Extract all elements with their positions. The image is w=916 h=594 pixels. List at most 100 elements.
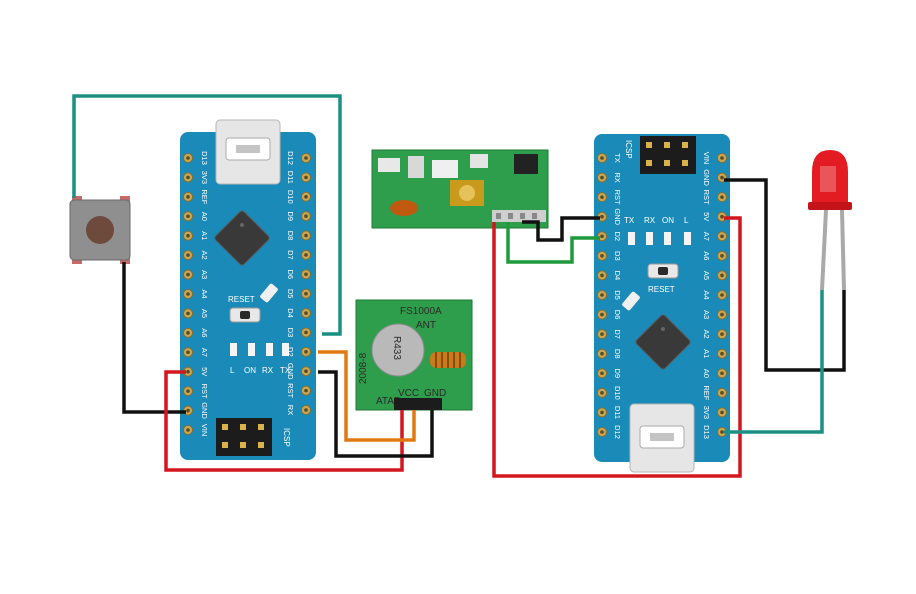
right-led-label-tx: TX <box>624 216 635 225</box>
right-nano-left-edge-pin-hole-center <box>600 371 604 376</box>
receiver-coil <box>390 200 418 216</box>
right-nano-right-edge-pin-label: VIN <box>702 152 711 165</box>
transmitter-model: FS1000A <box>400 306 442 317</box>
right-nano-left-edge-pin-hole-center <box>600 410 604 415</box>
right-nano-right-edge-pin-hole-center <box>720 391 724 395</box>
left-led-label-tx: TX <box>280 366 291 375</box>
left-nano-left-edge-pin-hole-center <box>186 195 190 199</box>
right-nano-board <box>594 134 730 462</box>
left-nano-right-edge-pin-hole-center <box>304 388 308 393</box>
left-nano-left-edge-pin-hole-center <box>186 233 190 238</box>
right-nano-right-edge-pin-hole-center <box>720 410 724 415</box>
right-nano-left-edge-pin-hole-center <box>600 332 604 336</box>
wires <box>72 94 846 478</box>
right-nano-right-edge-pin-hole-center <box>720 371 724 376</box>
right-nano-left-edge-pin-label: D3 <box>613 251 622 261</box>
right-nano-left-edge-pin-label: D10 <box>613 386 622 400</box>
right-nano-right-edge-pin-hole-center <box>720 195 724 199</box>
right-nano-left-edge-pin-hole-center <box>600 156 604 160</box>
right-nano-left-edge-pin-label: RST <box>613 190 622 205</box>
right-mcu-chip <box>635 314 691 370</box>
left-nano-left-edge-pin-hole-center <box>186 428 190 432</box>
left-nano-left-edge-pin-hole-center <box>186 369 190 374</box>
right-status-leds: TX RX ON L <box>624 216 691 245</box>
left-nano-right-edge-pin-hole-center <box>304 291 308 296</box>
wire-rx-gnd <box>522 216 600 242</box>
right-nano-left-edge-pin-hole-center <box>600 293 604 297</box>
left-nano-right-edge-pin-label: D10 <box>286 190 295 204</box>
right-nano-right-edge-pin-hole-center <box>720 273 724 278</box>
right-nano-right-edge-pin-label: A0 <box>702 369 711 378</box>
right-nano-right-edge-pin-label: A1 <box>702 349 711 358</box>
left-nano-left-edge-pin-label: REF <box>200 189 209 204</box>
wire-led-d13 <box>724 290 824 434</box>
left-nano-right-edge-pin-label: RST <box>286 383 295 398</box>
left-nano-right-edge-pin-label: GND <box>286 363 295 380</box>
left-nano-right-edge-pin-hole-center <box>304 214 308 218</box>
right-nano-right-edge-pin-label: GND <box>702 169 711 186</box>
right-nano-left-edge-pin-label: D11 <box>613 406 622 419</box>
right-nano-left-edge-pin-hole-center <box>600 351 604 356</box>
right-nano-right-edge-pin-label: A6 <box>702 251 711 260</box>
left-nano-right-edge-pin-label: D2 <box>286 347 295 357</box>
left-nano-left-edge-pin-label: GND <box>200 402 209 419</box>
transmitter-resonator <box>371 323 425 377</box>
right-nano-right-edge-pin-label: A2 <box>702 330 711 339</box>
right-led-label-rx: RX <box>644 216 656 225</box>
transmitter-ant-label: ANT <box>416 320 436 331</box>
right-icsp-header: ICSP <box>624 136 696 174</box>
right-nano-left-edge-pin-hole-center <box>600 214 604 219</box>
left-nano-left-edge-pin-label: A5 <box>200 309 209 318</box>
red-led <box>808 150 852 291</box>
left-usb-connector <box>215 119 281 185</box>
left-arduino-nano: RESET L ON RX TX ICSP D12D11D10D9D8D7D6D… <box>180 119 316 460</box>
wire-rx-data <box>506 222 600 264</box>
right-nano-right-edge-pin-label: RST <box>702 190 711 205</box>
right-nano-right-edge-pin-label: A7 <box>702 232 711 241</box>
right-nano-left-edge-pin-label: D6 <box>613 310 622 320</box>
left-nano-right-edge-pin-label: D5 <box>286 289 295 299</box>
left-nano-left-edge-pin-label: RST <box>200 384 209 399</box>
push-button-cap <box>86 216 114 244</box>
right-nano-left-edge-pin-label: D9 <box>613 368 622 378</box>
right-reset-label: RESET <box>648 285 675 294</box>
left-nano-left-edge-pin-label: A4 <box>200 289 209 298</box>
right-led-label-l: L <box>684 216 689 225</box>
left-nano-right-edge-pin-hole-center <box>304 156 308 160</box>
left-nano-left-edge-pin-hole-center <box>186 214 190 219</box>
transmitter-crystal-label: R433 <box>391 336 402 360</box>
wire-button-to-d3 <box>72 94 342 336</box>
right-nano-right-edge-pin-hole-center <box>720 254 724 258</box>
right-nano-left-edge-pin-label: D5 <box>613 290 622 300</box>
left-nano-left-edge-pin-label: A2 <box>200 251 209 260</box>
right-nano-right-edge-pin-label: 5V <box>702 212 711 221</box>
right-nano-left-edge-pin-hole-center <box>600 273 604 278</box>
right-nano-right-edge-pin-hole-center <box>720 156 724 160</box>
right-nano-right-edge-pin-hole-center <box>720 312 724 317</box>
left-nano-left-edge-pin-label: A7 <box>200 348 209 357</box>
right-nano-left-edge-pin-hole-center <box>600 312 604 317</box>
right-nano-right-edge-pin-hole-center <box>720 175 724 180</box>
right-nano-right-edge-pin-label: A5 <box>702 271 711 280</box>
left-nano-right-edge-pin-label: D7 <box>286 250 295 260</box>
left-nano-left-edge-pin-label: A0 <box>200 212 209 221</box>
left-nano-right-edge-pin-hole-center <box>304 330 308 335</box>
left-nano-right-edge-pin-hole-center <box>304 194 308 199</box>
left-nano-right-edge-pin-hole-center <box>304 311 308 315</box>
receiver-ic <box>514 154 538 174</box>
left-nano-right-edge-pin-hole-center <box>304 233 308 238</box>
right-nano-right-edge-pin-hole-center <box>720 234 724 239</box>
left-nano-right-edge-pin-label: D4 <box>286 308 295 318</box>
right-nano-right-edge-pin-label: D13 <box>702 425 711 439</box>
left-nano-right-edge-pin-label: D6 <box>286 270 295 280</box>
right-nano-left-edge-pin-label: D2 <box>613 231 622 241</box>
right-nano-right-edge-pin-label: A3 <box>702 310 711 319</box>
right-nano-right-edge-pin-hole-center <box>720 293 724 297</box>
transmitter-code: 2008-8 <box>358 352 369 384</box>
left-nano-left-edge-pin-label: VIN <box>200 424 209 437</box>
left-nano-right-edge-pin-hole-center <box>304 369 308 374</box>
left-crystal <box>260 283 278 303</box>
